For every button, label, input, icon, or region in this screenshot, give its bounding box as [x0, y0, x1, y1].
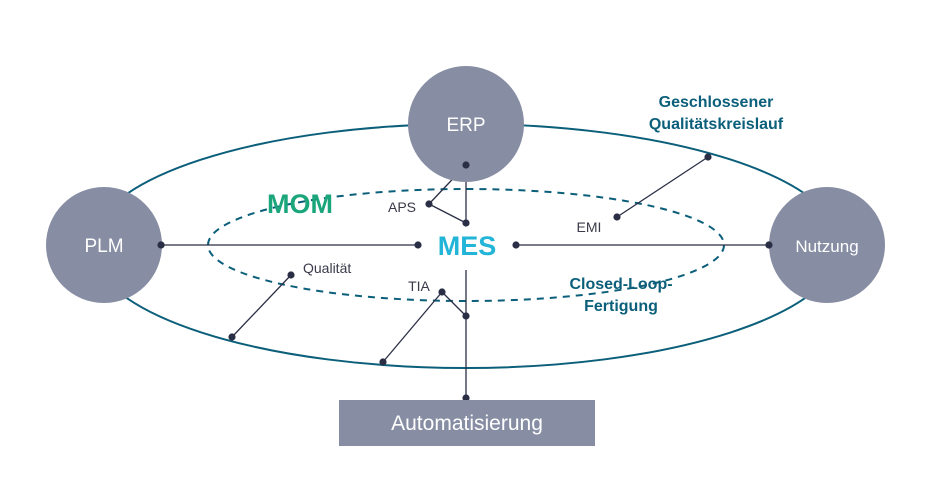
- tia-label: TIA: [408, 278, 430, 294]
- closed-loop-label-line2: Fertigung: [584, 298, 658, 315]
- connector-aps-mes: [428, 203, 467, 224]
- connector-emi: [616, 156, 709, 218]
- closed-loop-label-line1: Closed-Loop-: [569, 276, 672, 293]
- aps-label: APS: [388, 199, 416, 215]
- mes-label: MES: [438, 231, 497, 261]
- mom-label: MOM: [267, 189, 333, 219]
- nutzung-label: Nutzung: [795, 237, 858, 256]
- connector-lines: [161, 156, 769, 398]
- plm-label: PLM: [84, 236, 123, 257]
- geschlossener-label-line1: Geschlossener: [659, 94, 774, 111]
- nutzung-node: Nutzung: [765, 187, 885, 303]
- plm-node: PLM: [46, 187, 165, 303]
- automatisierung-node: Automatisierung: [339, 400, 595, 446]
- geschlossener-label-line2: Qualitätskreislauf: [649, 116, 784, 133]
- connector-tia-mes: [441, 291, 467, 317]
- connector-qualitaet: [231, 274, 292, 338]
- erp-node: ERP: [408, 66, 524, 182]
- emi-label: EMI: [577, 219, 602, 235]
- connector-tia-outer: [382, 291, 443, 363]
- connector-dots: [157, 153, 773, 402]
- automatisierung-label: Automatisierung: [391, 412, 543, 435]
- erp-label: ERP: [446, 115, 485, 136]
- qualitaet-label: Qualität: [303, 260, 351, 276]
